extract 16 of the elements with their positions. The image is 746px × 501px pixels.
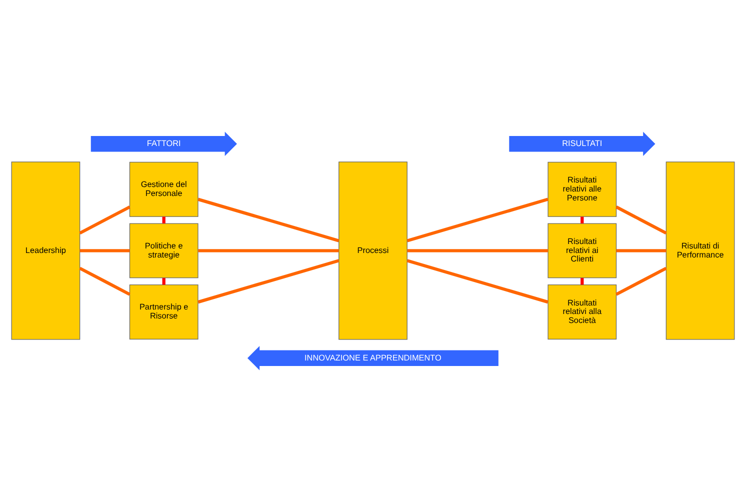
connector bbox=[580, 278, 584, 284]
connector bbox=[162, 216, 166, 223]
connector bbox=[616, 248, 666, 252]
connector bbox=[80, 248, 130, 252]
connector bbox=[616, 266, 667, 296]
connector bbox=[198, 248, 339, 252]
connector bbox=[198, 258, 340, 304]
connector bbox=[580, 216, 584, 223]
connector bbox=[162, 278, 166, 284]
connector bbox=[406, 197, 548, 242]
connector bbox=[407, 248, 548, 252]
connector bbox=[198, 197, 340, 242]
connector bbox=[616, 205, 667, 234]
connector bbox=[406, 258, 548, 304]
connector bbox=[79, 205, 130, 234]
connector bbox=[79, 266, 130, 296]
